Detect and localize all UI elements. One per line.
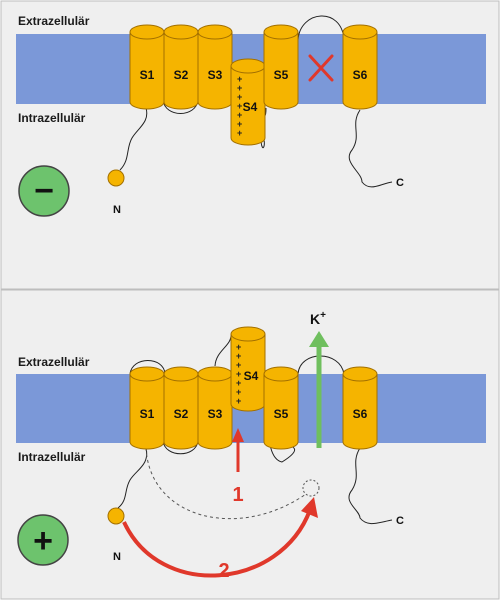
svg-text:+: +	[237, 101, 242, 111]
segment-label-s5: S5	[274, 68, 289, 82]
svg-text:+: +	[237, 119, 242, 129]
extracellular-label: Extrazellulär	[18, 14, 90, 28]
minus-sign-text: −	[34, 172, 54, 210]
potassium-ion-label: K+	[310, 310, 326, 327]
n-terminus-label: N	[113, 551, 121, 563]
segment-label-s3: S3	[208, 407, 223, 421]
helix-s2: S2	[163, 24, 199, 110]
step-1-arrow	[232, 428, 244, 472]
minus-sign-badge: −	[18, 165, 70, 217]
n-terminus-ball	[107, 169, 125, 187]
step-2-label: 2	[218, 560, 229, 582]
svg-text:+: +	[236, 396, 241, 406]
helix-s5: S5	[263, 366, 299, 450]
helix-s6: S6	[342, 24, 378, 110]
segment-label-s2: S2	[174, 407, 189, 421]
segment-label-s2: S2	[174, 68, 189, 82]
dashed-path	[145, 447, 307, 520]
segment-label-s5: S5	[274, 407, 289, 421]
segment-label-s6: S6	[353, 68, 368, 82]
panel-closed: Extrazellulär Intrazellulär S1 S2 S3	[0, 0, 500, 290]
segment-label-s1: S1	[140, 407, 155, 421]
s4-positive-charges: + + + + + + +	[236, 342, 241, 406]
segment-label-s3: S3	[208, 68, 223, 82]
svg-text:+: +	[236, 360, 241, 370]
svg-text:+: +	[236, 342, 241, 352]
intracellular-label: Intrazellulär	[18, 111, 86, 125]
svg-text:+: +	[237, 83, 242, 93]
segment-label-s1: S1	[140, 68, 155, 82]
plus-sign-badge: +	[17, 514, 69, 566]
segment-label-s4: S4	[244, 369, 259, 383]
helix-s3: S3	[197, 24, 233, 110]
svg-text:+: +	[236, 387, 241, 397]
extracellular-label: Extrazellulär	[18, 355, 90, 369]
c-terminus-label: C	[396, 177, 404, 189]
helix-s1: S1	[129, 366, 165, 450]
helix-s2: S2	[163, 366, 199, 450]
helix-s6: S6	[342, 366, 378, 450]
x-icon	[308, 54, 334, 82]
svg-text:+: +	[236, 351, 241, 361]
panel-open: Extrazellulär Intrazellulär S1 S2 S3	[0, 289, 500, 600]
segment-label-s4: S4	[243, 100, 258, 114]
step-2-arrow	[122, 509, 312, 578]
helix-s5: S5	[263, 24, 299, 110]
helix-s3: S3	[197, 366, 233, 450]
svg-text:+: +	[237, 110, 242, 120]
n-terminus-ball	[107, 507, 125, 525]
svg-text:+: +	[237, 92, 242, 102]
ghost-ball	[302, 479, 320, 497]
svg-text:+: +	[237, 128, 242, 138]
step-2-arrowhead	[301, 497, 318, 518]
potassium-flow-arrow	[309, 331, 329, 448]
svg-text:+: +	[236, 369, 241, 379]
c-terminus-label: C	[396, 515, 404, 527]
helix-s1: S1	[129, 24, 165, 110]
helix-s4: S4 + + + + + + +	[230, 58, 266, 146]
segment-label-s6: S6	[353, 407, 368, 421]
intracellular-label: Intrazellulär	[18, 450, 86, 464]
helix-s4: S4 + + + + + + +	[230, 326, 266, 412]
plus-sign-text: +	[33, 522, 53, 560]
svg-text:+: +	[237, 74, 242, 84]
s4-positive-charges: + + + + + + +	[237, 74, 242, 138]
n-terminus-label: N	[113, 204, 121, 216]
svg-text:+: +	[236, 378, 241, 388]
step-1-label: 1	[232, 484, 243, 506]
